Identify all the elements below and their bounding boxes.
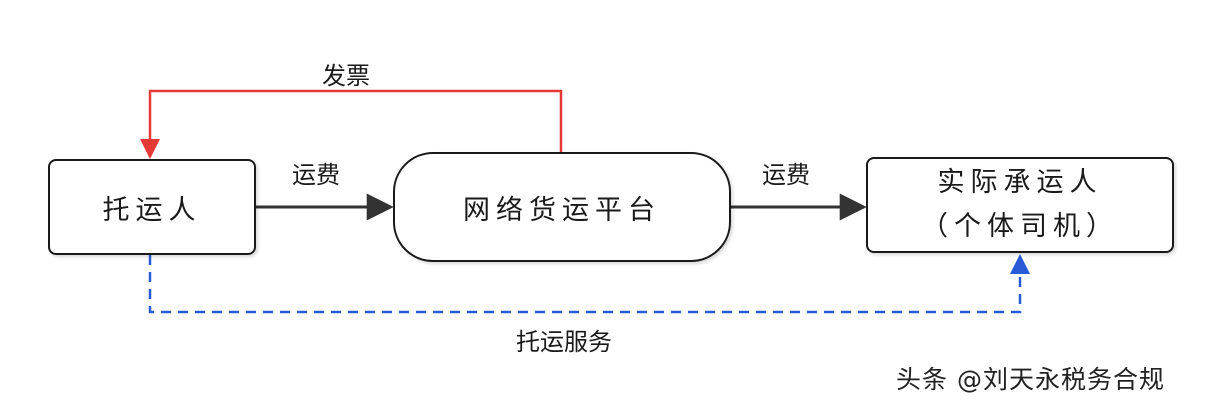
edge-invoice xyxy=(140,89,563,159)
edge-label-invoice: 发票 xyxy=(322,62,370,90)
node-shipper-label: 托运人 xyxy=(102,194,202,226)
node-platform: 网络货运平台 xyxy=(393,152,731,262)
node-platform-label: 网络货运平台 xyxy=(463,194,661,226)
edge-label-freight-fee-2: 运费 xyxy=(762,161,810,189)
edge-label-freight-fee-1: 运费 xyxy=(292,161,340,189)
node-shipper: 托运人 xyxy=(48,159,256,255)
edge-label-shipping-service: 托运服务 xyxy=(516,328,612,356)
node-carrier-label-line2: （个体司机） xyxy=(921,211,1119,242)
watermark: 头条 @刘天永税务合规 xyxy=(896,365,1165,394)
node-carrier-label-line1: 实际承运人 xyxy=(937,167,1103,198)
edge-shipping-service xyxy=(148,254,1030,314)
node-carrier: 实际承运人 （个体司机） xyxy=(866,157,1174,253)
